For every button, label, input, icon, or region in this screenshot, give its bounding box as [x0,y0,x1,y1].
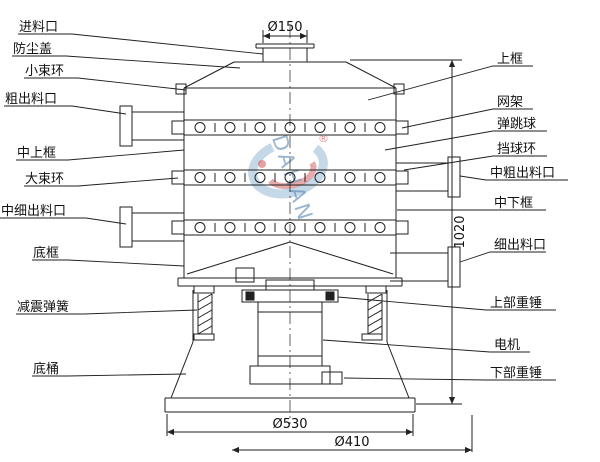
screen-deck-band-3 [171,219,409,236]
label-coarse-outlet: 粗出料口 [5,92,57,107]
screen-deck-band-2 [171,169,409,186]
leader-lines-left [0,33,264,377]
dimension-inlet-diameter [262,30,308,43]
medium-fine-outlet-left-lower [119,206,184,248]
label-bottom-barrel: 底桶 [33,361,59,377]
registered-mark-icon: ® [318,132,329,145]
coarse-outlet-left-upper [119,105,184,147]
lower-weight [249,365,343,385]
upper-weight [235,267,339,303]
label-middle-lower-frame: 中下框 [494,196,533,211]
watermark-dot [258,160,266,168]
screen-deck-band-1 [171,119,409,136]
bottom-barrel [164,290,416,413]
dim-inlet-diameter: Ø150 [267,20,302,35]
bottom-frame-flange [177,277,403,294]
label-medium-fine-outlet: 中细出料口 [1,204,66,219]
dim-total-height: 1020 [453,215,468,248]
label-middle-upper-frame: 中上框 [17,146,56,161]
labels-left: 进料口 防尘盖 小束环 粗出料口 中上框 大束环 中细出料口 底框 减震弹簧 底… [1,20,69,377]
labels-right: 上框 网架 弹跳球 挡球环 中粗出料口 中下框 细出料口 上部重锤 电机 下部重… [490,52,555,381]
watermark-logo: DAHAN ® [248,132,329,226]
label-motor: 电机 [494,338,520,353]
dim-base-diameter: Ø530 [272,417,307,432]
label-large-clamp-ring: 大束环 [25,172,64,187]
label-dust-cover: 防尘盖 [13,41,52,57]
fine-outlet-right [390,246,461,288]
dimension-texts: Ø150 1020 Ø530 Ø410 [267,20,468,450]
dim-bottom-diameter: Ø410 [334,435,369,450]
label-damping-spring: 减震弹簧 [17,299,69,315]
dimension-base-diameter [166,414,414,436]
watermark-swirl-blue [248,137,328,199]
label-mesh-frame: 网架 [497,95,523,110]
label-fine-outlet: 细出料口 [494,238,546,253]
discharge-cone [186,241,394,275]
label-small-clamp-ring: 小束环 [25,64,64,79]
feed-inlet [255,43,315,62]
label-medium-coarse-outlet: 中粗出料口 [490,166,555,181]
dimension-total-height [350,59,462,405]
dust-cover [183,61,397,89]
label-upper-frame: 上框 [497,52,523,67]
leader-lines-right [322,65,568,381]
label-lower-weight: 下部重锤 [490,365,542,381]
label-bouncing-ball: 弹跳球 [497,117,536,132]
label-bottom-frame: 底框 [33,245,59,261]
label-ball-stop-ring: 挡球环 [497,142,536,157]
label-feed-inlet: 进料口 [19,20,58,35]
label-upper-weight: 上部重锤 [490,295,542,311]
dimension-bottom-diameter [232,415,473,454]
damping-spring-left [193,293,215,341]
